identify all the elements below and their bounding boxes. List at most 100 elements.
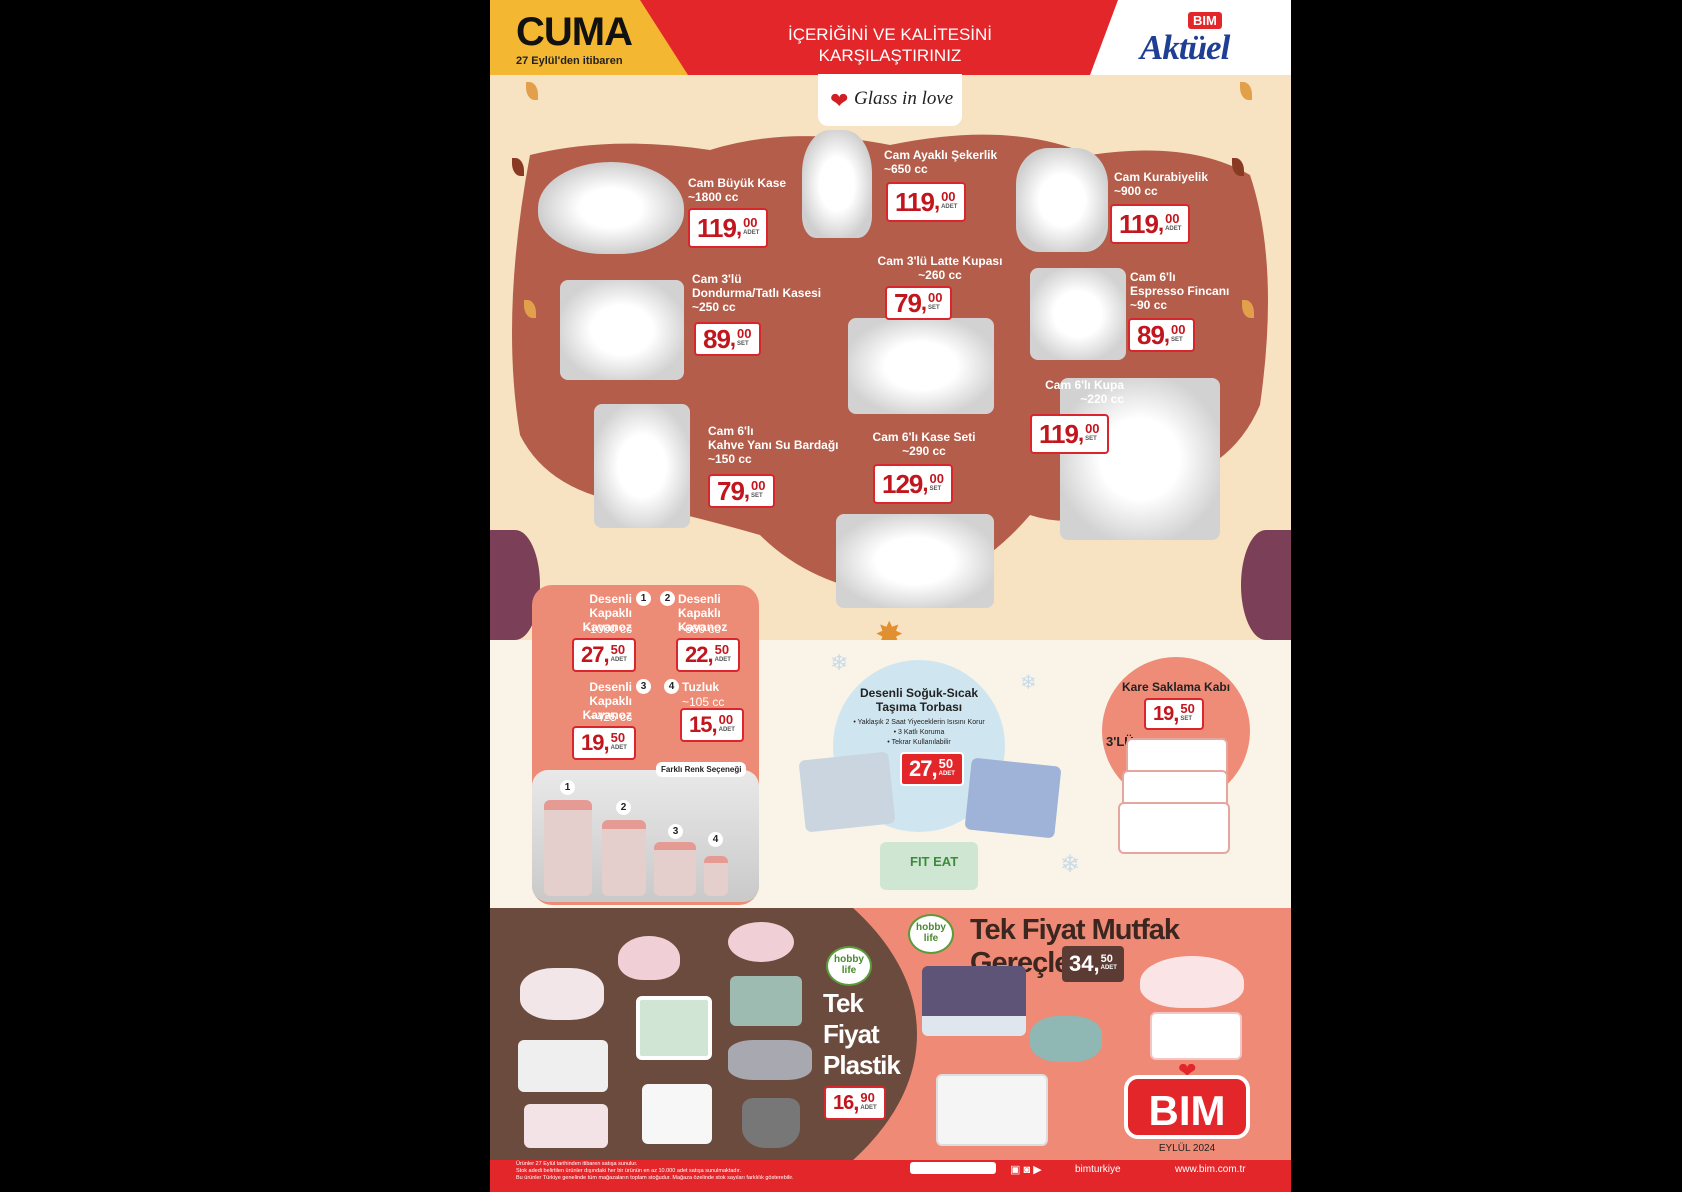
facebook-icon[interactable]: ▣	[1010, 1164, 1021, 1176]
jar-image	[704, 856, 728, 896]
product-card: Cam 6'lı Kupa~220 cc	[1044, 378, 1124, 406]
price-dec: 50	[714, 642, 730, 657]
leaf-icon	[1240, 82, 1252, 100]
jar-number: 2	[616, 800, 631, 815]
clear-box-image	[1150, 1012, 1242, 1060]
jar-image	[602, 820, 646, 896]
snowflake-icon: ❄	[1020, 672, 1037, 694]
youtube-icon[interactable]: ▶	[1033, 1164, 1042, 1176]
big-bowl-image	[538, 162, 684, 254]
social-handle[interactable]: bimturkiye	[1075, 1164, 1121, 1175]
jar-name: Desenli Kapaklı Kavanoz	[582, 592, 632, 634]
jar-volume: ~660 cc	[678, 622, 721, 636]
color-option-badge: Farklı Renk Seçeneği	[656, 762, 747, 777]
leaf-icon	[526, 82, 538, 100]
price-unit: ADET	[1165, 226, 1182, 232]
product-name: Cam Kurabiyelik	[1114, 170, 1209, 184]
jar-volume: ~105 cc	[682, 695, 725, 709]
snowflake-icon: ❄	[830, 650, 849, 675]
dish-rack-image	[642, 1084, 712, 1144]
jar-image	[544, 800, 592, 896]
price-int: 79	[717, 475, 745, 506]
price-unit: ADET	[718, 727, 735, 733]
aktuel-text: Aktüel	[1140, 28, 1230, 67]
jar-name: Desenli Kapaklı Kavanoz	[678, 592, 728, 634]
product-name: Cam Ayaklı Şekerlik	[884, 148, 998, 162]
water-glasses-image	[594, 404, 690, 528]
bin-image	[742, 1098, 800, 1148]
price-int: 27	[909, 756, 933, 781]
price-dec: 00	[1165, 211, 1180, 226]
price-dec: 50	[1100, 953, 1113, 965]
jar-number: 4	[708, 832, 723, 847]
bag-image	[798, 751, 896, 833]
storage-box-image	[936, 1074, 1048, 1146]
price-int: 22	[685, 642, 709, 667]
start-date: 27 Eylül'den itibaren	[516, 55, 623, 67]
jar-volume: ~425 cc	[589, 710, 632, 724]
tagline-line-1: İÇERİĞİNİ VE KALİTESİNİ	[787, 25, 993, 44]
product-card: Cam 6'lı Kahve Yanı Su Bardağı~150 cc	[708, 424, 839, 466]
product-card: Cam 6'lı Kase Seti~290 cc	[864, 430, 984, 458]
price-unit: SET	[1180, 716, 1193, 722]
price-int: 19	[1153, 702, 1174, 725]
product-card: Cam 3'lü Latte Kupası~260 cc	[860, 254, 1020, 282]
price-dec: 50	[610, 642, 626, 657]
box-image	[1118, 802, 1230, 854]
box-title: Kare Saklama Kabı	[1121, 680, 1231, 694]
price-int: 119	[1039, 418, 1079, 449]
price-unit: SET	[737, 341, 749, 347]
price-dec: 00	[929, 471, 944, 486]
product-volume: ~290 cc	[902, 444, 946, 458]
price-dec: 50	[1180, 701, 1195, 716]
cookie-jar-image	[1016, 148, 1108, 252]
jar-name: Desenli Kapaklı Kavanoz	[582, 680, 632, 722]
price-unit: ADET	[938, 771, 955, 777]
leaf-icon	[1241, 530, 1291, 640]
price-unit: SET	[751, 493, 763, 499]
product-volume: ~90 cc	[1130, 298, 1168, 312]
instagram-icon[interactable]: ◙	[1023, 1164, 1031, 1176]
price-unit: ADET	[860, 1105, 877, 1111]
bim-logo: BIM	[1124, 1075, 1250, 1139]
leaf-icon	[524, 300, 536, 318]
leaf-icon	[512, 158, 524, 176]
price-dec: 00	[737, 326, 752, 341]
price-unit: ADET	[743, 230, 760, 236]
snowflake-icon: ❄	[1060, 851, 1081, 878]
square-container-image	[636, 996, 712, 1060]
espresso-cups-image	[1030, 268, 1126, 360]
jar-image	[654, 842, 696, 896]
product-volume: ~650 cc	[884, 162, 928, 176]
product-name: Cam Büyük Kase	[688, 176, 787, 190]
bowl-set-image	[836, 514, 994, 608]
price-dec: 00	[928, 290, 943, 305]
product-card: Cam Büyük Kase~1800 cc	[688, 176, 786, 204]
product-name: Cam 6'lı Kase Seti	[872, 430, 976, 444]
price-unit: ADET	[941, 204, 958, 210]
price-dec: 00	[718, 712, 734, 727]
website-link[interactable]: www.bim.com.tr	[1175, 1164, 1246, 1175]
colander-image	[728, 922, 794, 962]
price-int: 89	[1137, 319, 1165, 350]
price-dec: 00	[751, 478, 766, 493]
product-card: Cam 6'lı Espresso Fincanı~90 cc	[1130, 270, 1229, 312]
storage-basket-image	[518, 1040, 608, 1092]
footer-bar	[490, 1160, 1291, 1192]
footer-note: Ürünler 27 Eylül tarihinden itibaren sat…	[516, 1161, 794, 1181]
plastic-bowl-image	[520, 968, 604, 1020]
jar-volume: ~1000 cc	[582, 622, 632, 636]
product-card: Cam 3'lü Dondurma/Tatlı Kasesi~250 cc	[692, 272, 821, 314]
price-int: 119	[1119, 208, 1159, 239]
divided-plate-image	[728, 1040, 812, 1080]
jar-number: 1	[636, 591, 651, 606]
product-volume: ~220 cc	[1080, 392, 1124, 406]
